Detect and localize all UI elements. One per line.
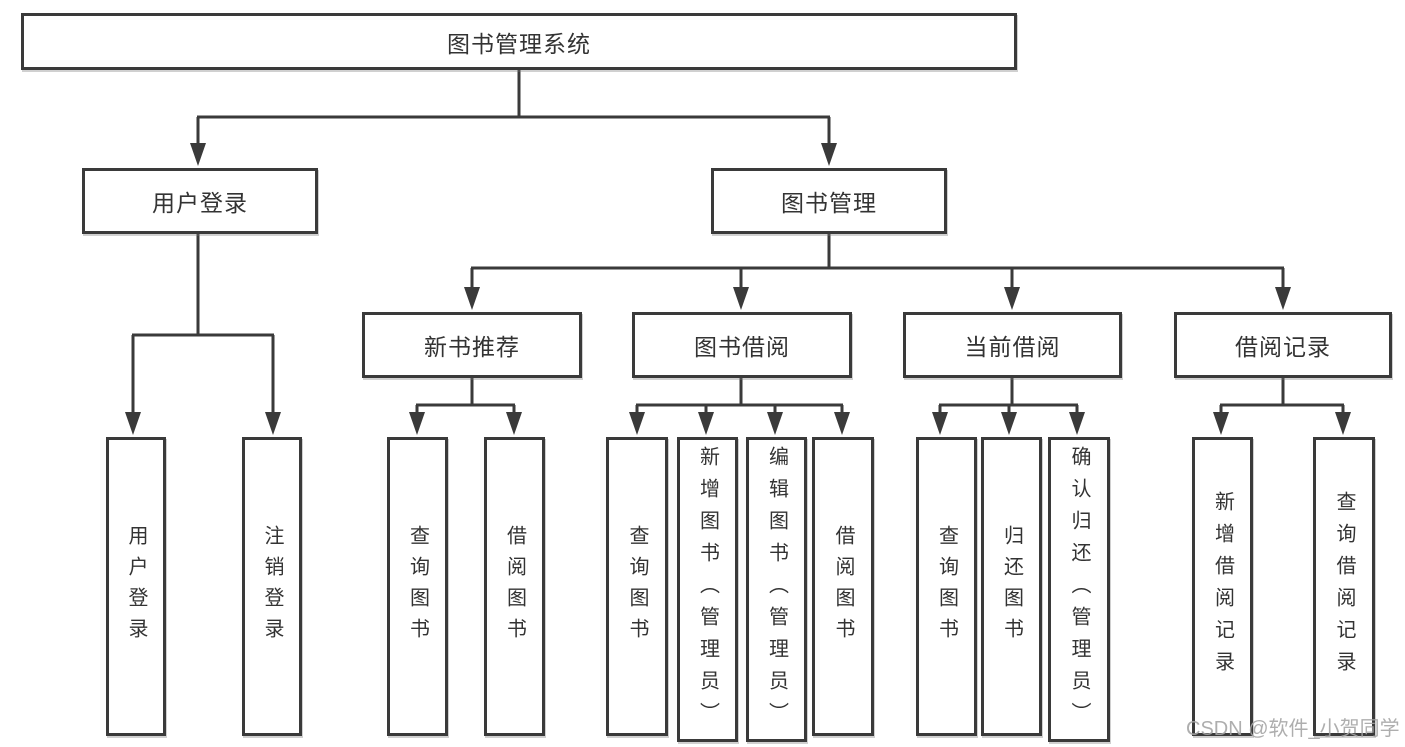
arrowhead-shapes [125,143,1351,435]
leaf-add-borrow-record: 新增借阅记录 [1192,437,1253,736]
leaf-query-books-recommend: 查询图书 [387,437,448,736]
leaf-user-login: 用户登录 [106,437,166,736]
csdn-watermark: CSDN @软件_小贺同学 [1186,718,1400,740]
leaf-query-books-current: 查询图书 [916,437,977,736]
leaf-logout-login: 注销登录 [242,437,302,736]
leaf-add-books-admin: 新增图书（管理员） [677,437,738,742]
node-book-management: 图书管理 [711,168,947,234]
leaf-borrow-books: 借阅图书 [812,437,874,736]
leaf-edit-books-admin: 编辑图书（管理员） [746,437,807,742]
node-book-borrowing: 图书借阅 [632,312,852,378]
leaf-query-borrow-record: 查询借阅记录 [1313,437,1375,736]
node-root: 图书管理系统 [21,13,1017,70]
node-user-login: 用户登录 [82,168,318,234]
leaf-return-books: 归还图书 [981,437,1042,736]
node-current-borrowing: 当前借阅 [903,312,1122,378]
leaf-query-books-borrowing: 查询图书 [606,437,668,736]
leaf-confirm-return-admin: 确认归还（管理员） [1048,437,1110,742]
leaf-borrow-books-recommend: 借阅图书 [484,437,545,736]
node-borrow-records: 借阅记录 [1174,312,1392,378]
arrowheads [125,143,1351,435]
node-new-book-recommend: 新书推荐 [362,312,582,378]
tree-edges [131,69,1345,416]
edge-lines [131,69,1345,416]
